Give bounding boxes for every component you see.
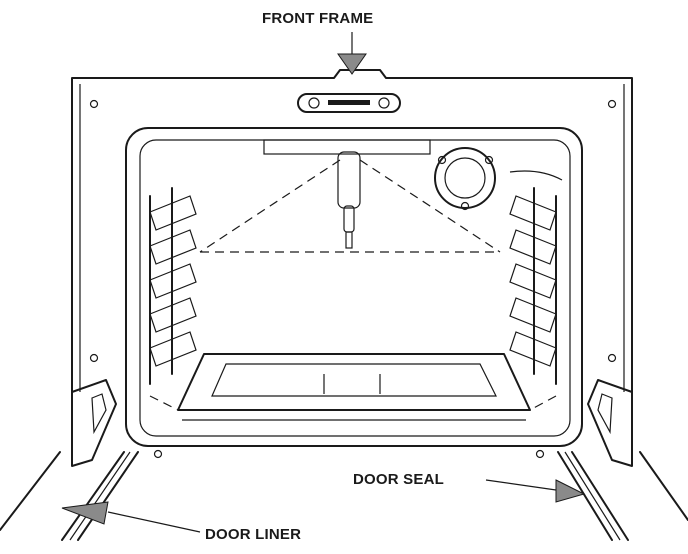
front-frame bbox=[71, 69, 633, 393]
door-liner-arrow bbox=[61, 501, 201, 533]
oven-bottom-tray bbox=[149, 353, 557, 421]
left-rack-supports bbox=[149, 187, 197, 385]
door-liner-label: DOOR LINER bbox=[205, 526, 302, 543]
door-seal bbox=[0, 449, 688, 541]
vent-badge bbox=[297, 93, 401, 113]
door-seal-arrow bbox=[485, 479, 586, 503]
front-frame-label: FRONT FRAME bbox=[262, 10, 374, 27]
door-hinges bbox=[71, 379, 633, 467]
door-seal-label: DOOR SEAL bbox=[353, 471, 444, 488]
front-frame-arrow bbox=[337, 32, 367, 75]
oven-cavity bbox=[125, 127, 583, 447]
right-rack-supports bbox=[509, 187, 557, 385]
